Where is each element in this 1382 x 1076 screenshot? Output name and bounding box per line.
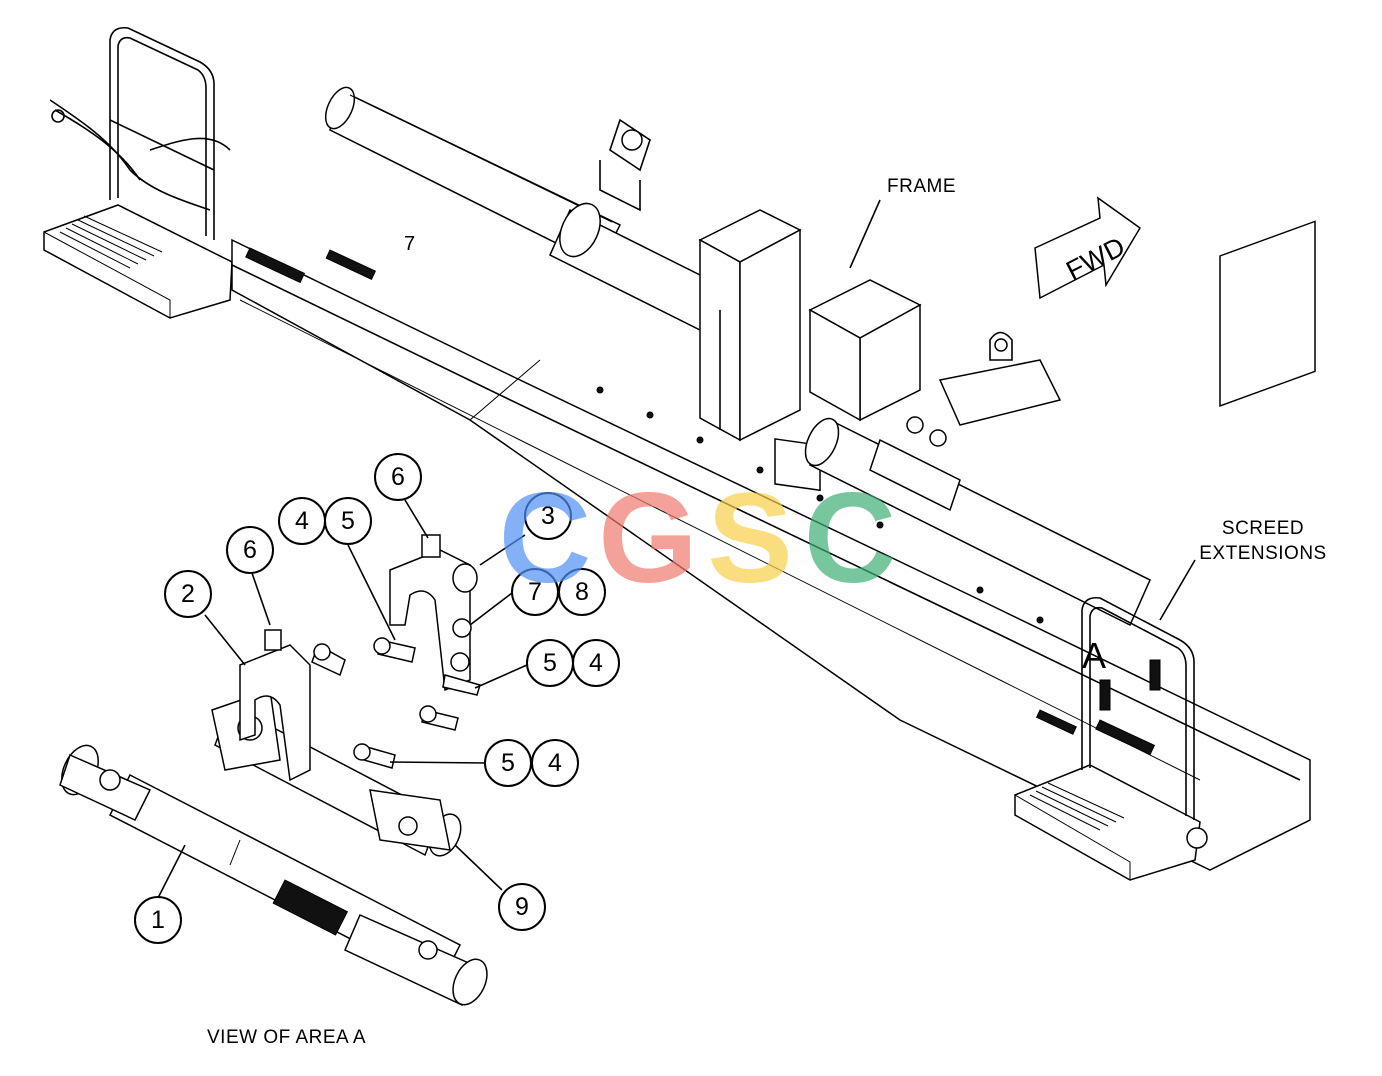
bolts bbox=[353, 637, 481, 769]
frame-assembly bbox=[43, 26, 1316, 881]
small-seven-label: 7 bbox=[404, 233, 415, 255]
svg-text:5: 5 bbox=[341, 507, 355, 535]
screed-label-line2: EXTENSIONS bbox=[1199, 543, 1326, 564]
view-caption: VIEW OF AREA A bbox=[207, 1027, 366, 1048]
left-platform bbox=[43, 26, 233, 319]
callout-8: 8 bbox=[558, 568, 606, 616]
bearing-bracket-part-2 bbox=[239, 629, 346, 782]
callout-6-lower: 6 bbox=[226, 526, 274, 574]
svg-text:6: 6 bbox=[391, 463, 405, 491]
svg-text:1: 1 bbox=[151, 906, 165, 934]
callout-4-top: 4 bbox=[278, 497, 326, 545]
callout-5-mid: 5 bbox=[526, 639, 574, 687]
screed-label-line1: SCREED bbox=[1222, 518, 1304, 539]
svg-text:2: 2 bbox=[181, 580, 195, 608]
fittings bbox=[245, 247, 1161, 756]
right-platform bbox=[1014, 220, 1316, 881]
exploded-view bbox=[59, 534, 488, 1006]
bearing-bracket-part-3 bbox=[389, 534, 478, 692]
fwd-arrow: FWD bbox=[1034, 196, 1141, 300]
drive-shaft-part-1 bbox=[59, 744, 488, 1006]
right-cylinder bbox=[804, 416, 1151, 627]
frame-label: FRAME bbox=[887, 176, 956, 197]
left-hoses bbox=[49, 99, 231, 211]
svg-text:8: 8 bbox=[575, 578, 589, 606]
leader-lines bbox=[157, 199, 1196, 899]
watermark: C G S C bbox=[499, 467, 896, 610]
callout-5-top: 5 bbox=[324, 497, 372, 545]
svg-text:4: 4 bbox=[295, 507, 309, 535]
watermark-letter-s: S bbox=[707, 467, 792, 610]
watermark-letter-g: G bbox=[598, 467, 698, 610]
watermark-letter-c1: C bbox=[499, 467, 591, 610]
callout-6-upper: 6 bbox=[374, 453, 422, 501]
svg-text:7: 7 bbox=[528, 578, 542, 606]
callout-5-low: 5 bbox=[484, 739, 532, 787]
svg-text:9: 9 bbox=[515, 893, 529, 921]
svg-text:3: 3 bbox=[541, 502, 555, 530]
right-bracket bbox=[808, 279, 1062, 426]
callout-4-mid: 4 bbox=[572, 639, 620, 687]
callout-3: 3 bbox=[524, 492, 572, 540]
callout-4-low: 4 bbox=[531, 739, 579, 787]
watermark-letter-c2: C bbox=[804, 467, 896, 610]
svg-text:6: 6 bbox=[243, 536, 257, 564]
callout-2: 2 bbox=[164, 570, 212, 618]
svg-text:5: 5 bbox=[501, 749, 515, 777]
svg-text:5: 5 bbox=[543, 649, 557, 677]
callout-1: 1 bbox=[134, 896, 182, 944]
callout-9: 9 bbox=[498, 883, 546, 931]
center-tower bbox=[698, 209, 821, 492]
svg-text:4: 4 bbox=[589, 649, 603, 677]
svg-text:4: 4 bbox=[548, 749, 562, 777]
center-cylinder bbox=[549, 118, 721, 332]
area-a-label: A bbox=[1082, 635, 1106, 676]
